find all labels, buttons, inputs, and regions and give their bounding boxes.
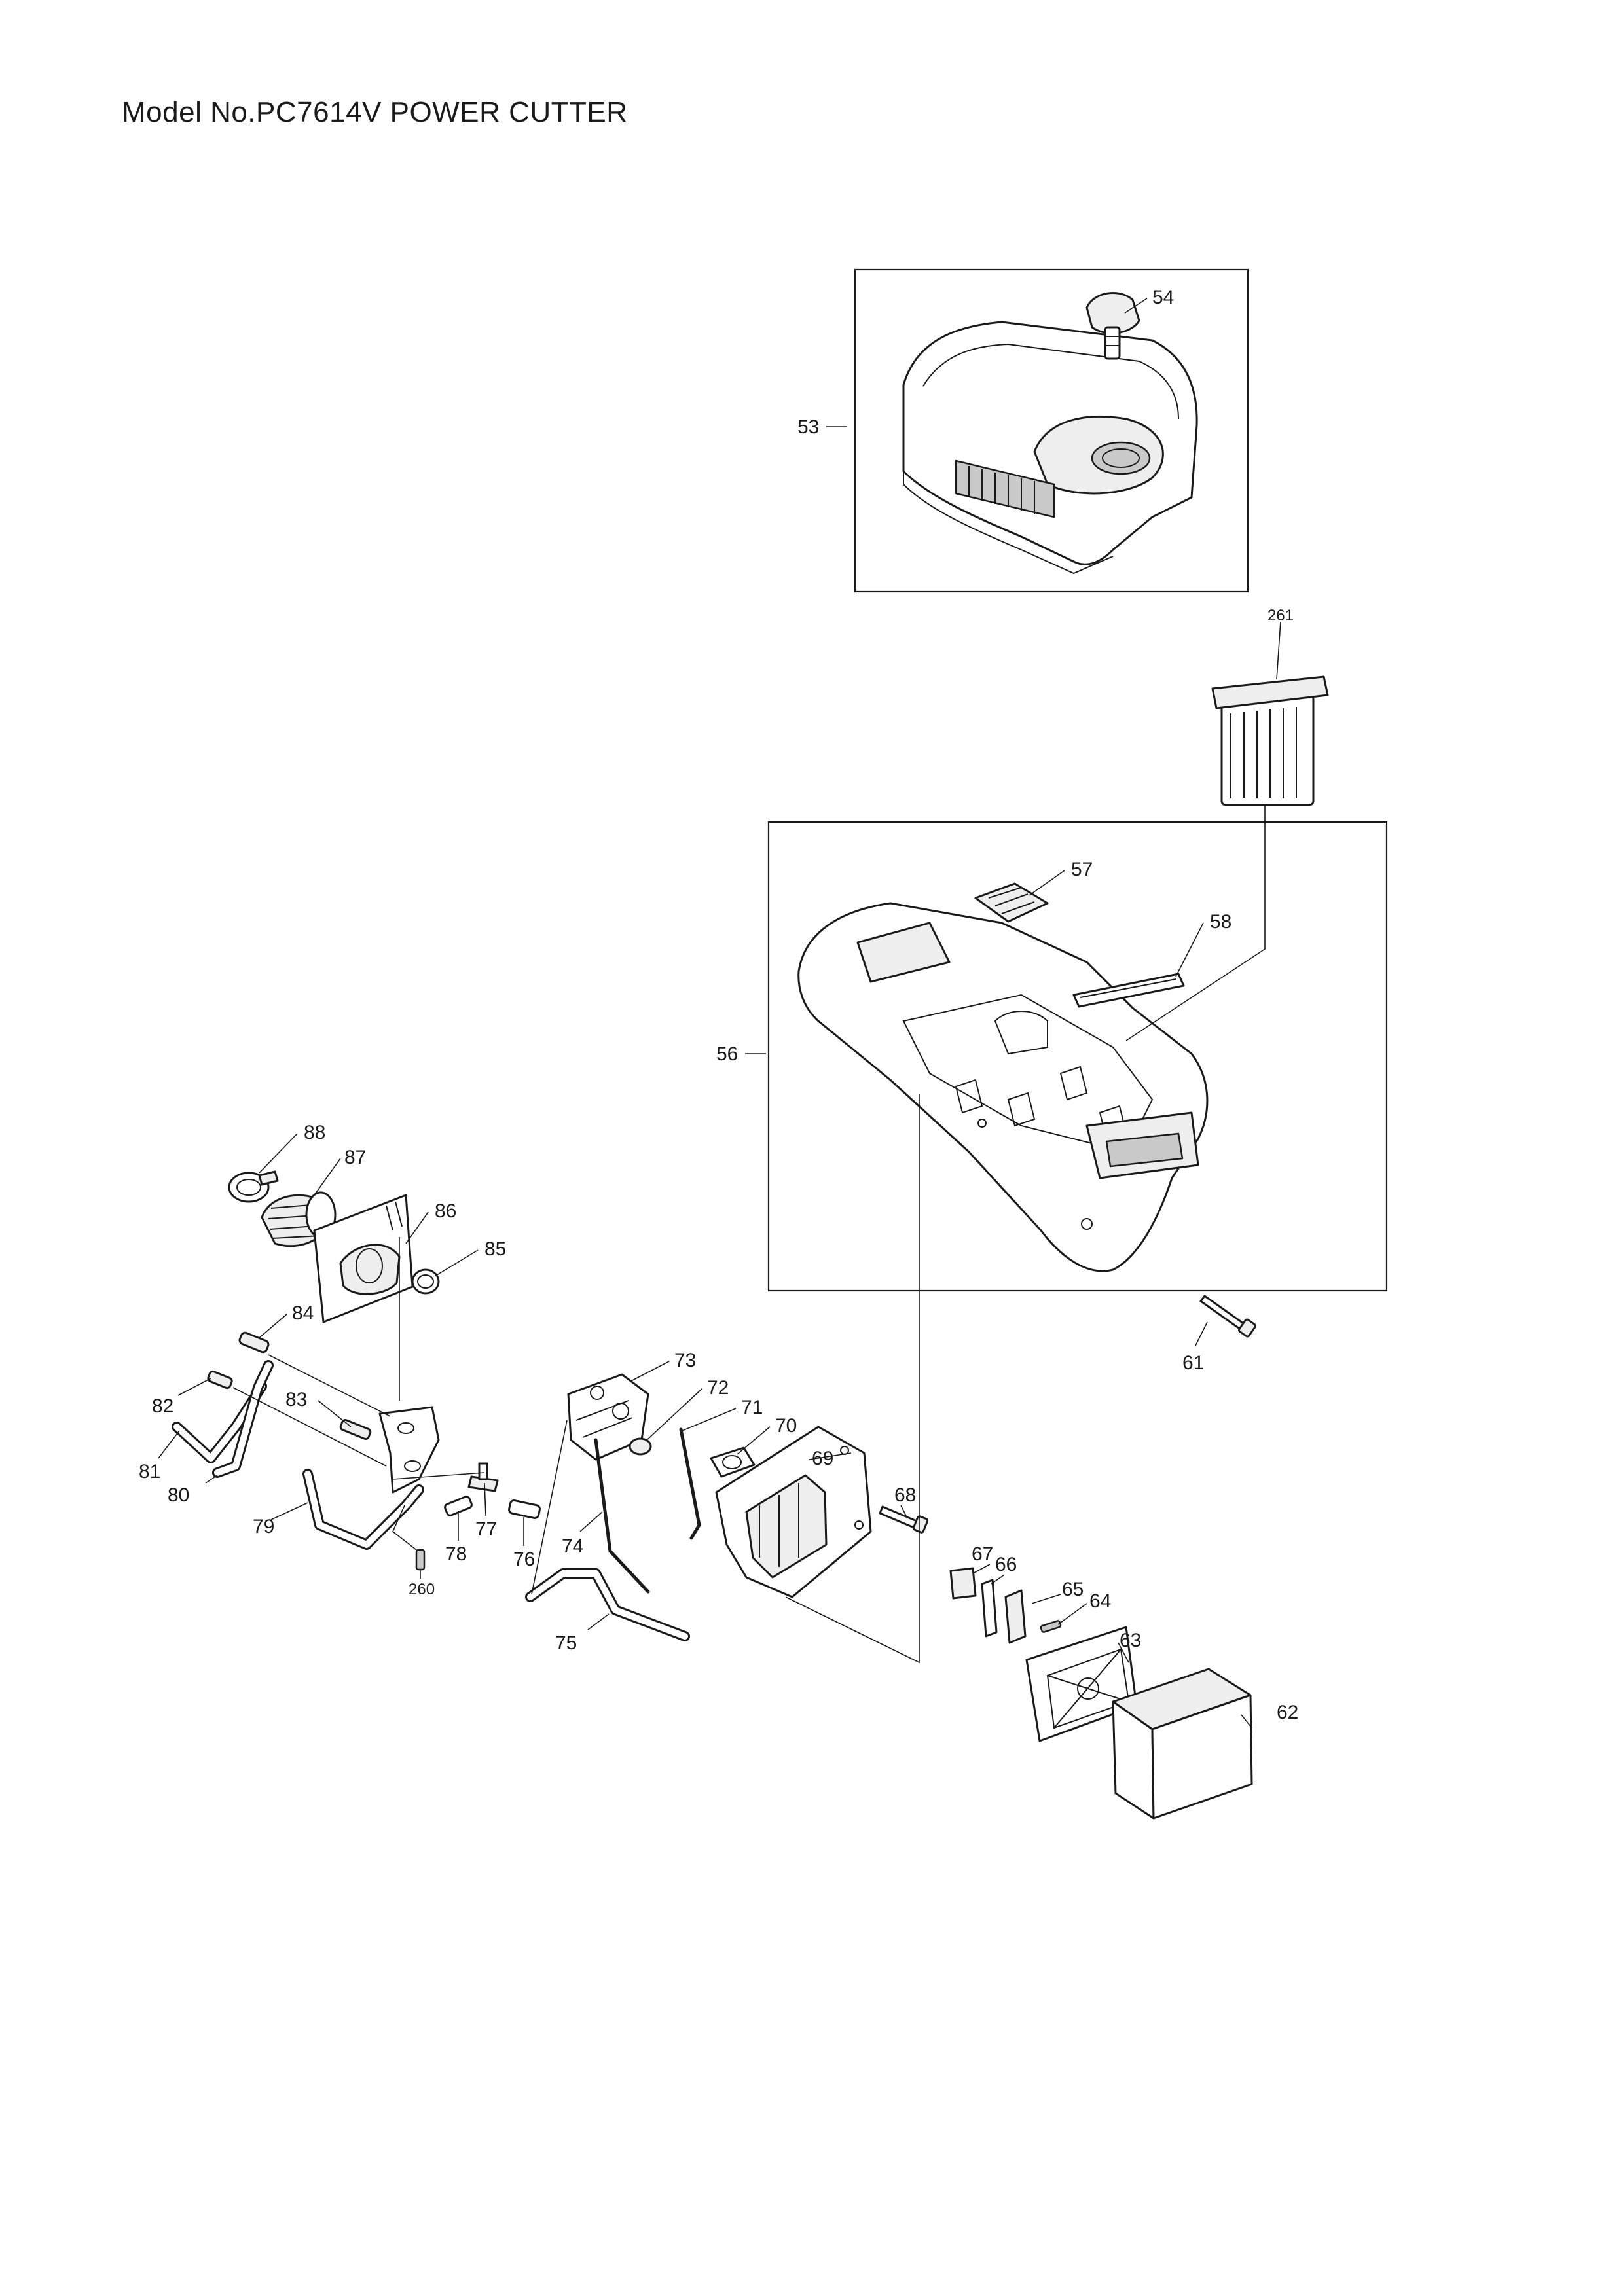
- callout-labels: 54 53 261 57 58 56 88 87 86 85 84 61 73 …: [139, 287, 1298, 1723]
- part-58-gasket: [1072, 973, 1185, 1008]
- callout-76: 76: [513, 1549, 535, 1570]
- assembly-guide-lines: [232, 805, 1266, 1664]
- callout-83: 83: [285, 1389, 307, 1410]
- part-85-o-ring: [411, 1268, 440, 1295]
- callout-71: 71: [741, 1397, 763, 1418]
- callout-67: 67: [972, 1543, 993, 1565]
- part-72-nut: [629, 1437, 652, 1456]
- callout-58: 58: [1210, 911, 1231, 933]
- callout-75: 75: [555, 1632, 577, 1654]
- callout-66: 66: [995, 1554, 1017, 1575]
- callout-73: 73: [674, 1350, 696, 1371]
- callout-61: 61: [1182, 1352, 1204, 1374]
- part-86-insulator-plate: [313, 1194, 414, 1323]
- callout-57: 57: [1071, 859, 1093, 880]
- callout-74: 74: [562, 1535, 583, 1557]
- part-76-pipe: [508, 1499, 541, 1519]
- callout-261: 261: [1267, 607, 1294, 624]
- assembly-frame-air-cleaner-case: [767, 821, 1388, 1292]
- part-69-air-cleaner-base: [715, 1426, 872, 1598]
- callout-54: 54: [1152, 287, 1174, 308]
- part-62-filter-box: [1112, 1668, 1253, 1820]
- part-54-knob: [1085, 292, 1140, 360]
- callout-64: 64: [1089, 1590, 1111, 1612]
- part-67-foam: [949, 1567, 977, 1600]
- callout-leaders: [158, 298, 1281, 1729]
- part-56-air-cleaner-case: [797, 902, 1209, 1272]
- callout-53: 53: [797, 416, 819, 438]
- callout-62: 62: [1277, 1702, 1298, 1723]
- fuel-pipe-block: [378, 1406, 440, 1494]
- callout-85: 85: [484, 1238, 506, 1260]
- callout-56: 56: [716, 1043, 738, 1065]
- part-75-hose: [525, 1568, 690, 1641]
- part-261-filter: [1211, 675, 1329, 806]
- part-64-screw: [1040, 1620, 1062, 1633]
- callout-260: 260: [409, 1581, 435, 1598]
- callout-81: 81: [139, 1461, 160, 1482]
- callout-86: 86: [435, 1200, 456, 1222]
- part-61-bolt: [1199, 1295, 1257, 1338]
- callout-88: 88: [304, 1122, 325, 1143]
- assembly-frame-top-cover: [854, 268, 1249, 593]
- part-88-clamp: [228, 1170, 279, 1203]
- callout-65: 65: [1062, 1579, 1084, 1600]
- callout-80: 80: [168, 1484, 189, 1506]
- part-53-top-cover: [902, 321, 1198, 575]
- callout-63: 63: [1120, 1630, 1141, 1651]
- part-68-bolt: [879, 1505, 929, 1534]
- part-84-fitting: [238, 1331, 270, 1354]
- part-70-gasket: [710, 1446, 756, 1478]
- callout-72: 72: [707, 1377, 729, 1399]
- callout-68: 68: [894, 1484, 916, 1506]
- part-57-cap: [974, 882, 1049, 923]
- part-78-pipe: [444, 1496, 473, 1516]
- callout-70: 70: [775, 1415, 797, 1437]
- callout-79: 79: [253, 1516, 274, 1537]
- callout-87: 87: [344, 1147, 366, 1168]
- callout-69: 69: [812, 1448, 833, 1469]
- callout-82: 82: [152, 1395, 173, 1417]
- part-71-rod: [679, 1427, 701, 1540]
- part-260-screw: [415, 1549, 426, 1571]
- callout-84: 84: [292, 1302, 314, 1324]
- part-74-rod: [594, 1438, 650, 1594]
- part-82-fitting: [207, 1370, 233, 1390]
- part-80-hose: [212, 1360, 274, 1478]
- callout-77: 77: [475, 1518, 497, 1540]
- part-77-t-joint: [467, 1462, 499, 1492]
- part-65-bracket: [1004, 1589, 1027, 1644]
- part-66-seal: [981, 1579, 998, 1638]
- page-title: Model No.PC7614V POWER CUTTER: [122, 96, 628, 128]
- part-79-hose: [302, 1469, 424, 1550]
- callout-78: 78: [445, 1543, 467, 1565]
